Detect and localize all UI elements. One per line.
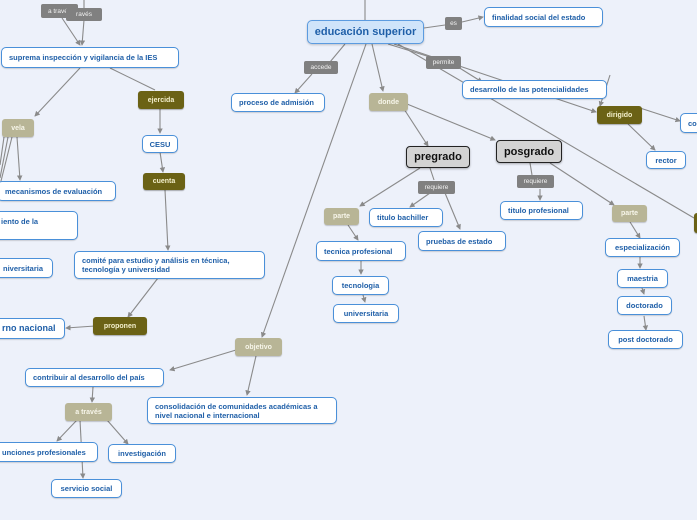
root-node-educacion-superior[interactable]: educación superior: [307, 20, 424, 44]
node-proceso-admision[interactable]: proceso de admisión: [231, 93, 325, 112]
node-especializacion[interactable]: especialización: [605, 238, 680, 257]
node-cut-gobierno-nacional[interactable]: rno nacional: [0, 318, 65, 339]
node-posgrado[interactable]: posgrado: [496, 140, 562, 163]
node-tecnica-profesional[interactable]: tecnica profesional: [316, 241, 406, 261]
node-titulo-profesional[interactable]: titulo profesional: [500, 201, 583, 220]
node-cut-funciones-profesionales[interactable]: unciones profesionales: [0, 442, 98, 462]
node-contribuir-desarrollo[interactable]: contribuir al desarrollo del país: [25, 368, 164, 387]
node-mecanismos-evaluacion[interactable]: mecanismos de evaluación: [0, 181, 116, 201]
topic-donde[interactable]: donde: [369, 93, 408, 111]
node-suprema-inspeccion[interactable]: suprema inspección y vigilancia de la IE…: [1, 47, 179, 68]
topic-objetivo[interactable]: objetivo: [235, 338, 282, 356]
topic-parte-posgrado[interactable]: parte: [612, 205, 647, 222]
node-cut-co[interactable]: co: [680, 113, 697, 133]
topic-a-traves[interactable]: a través: [65, 403, 112, 421]
node-rector[interactable]: rector: [646, 151, 686, 169]
node-post-doctorado[interactable]: post doctorado: [608, 330, 683, 349]
link-label-accede: accede: [304, 61, 338, 74]
topic-offscreen-right[interactable]: [694, 213, 697, 233]
node-cut-universitaria[interactable]: niversitaria: [0, 258, 53, 278]
node-cesu[interactable]: CESU: [142, 135, 178, 153]
node-titulo-bachiller[interactable]: titulo bachiller: [369, 208, 443, 227]
node-servicio-social[interactable]: servicio social: [51, 479, 122, 498]
node-tecnologia[interactable]: tecnologia: [332, 276, 389, 295]
link-label-requiere-posgrado: requiere: [517, 175, 554, 188]
topic-ejercida[interactable]: ejercida: [138, 91, 184, 109]
topic-proponen[interactable]: proponen: [93, 317, 147, 335]
node-doctorado[interactable]: doctorado: [617, 296, 672, 315]
link-label-permite: permite: [426, 56, 461, 69]
topic-vela[interactable]: vela: [2, 119, 34, 137]
node-investigacion[interactable]: investigación: [108, 444, 176, 463]
node-comite[interactable]: comité para estudio y análisis en técnic…: [74, 251, 265, 279]
topic-parte-pregrado[interactable]: parte: [324, 208, 359, 225]
node-desarrollo-potencialidades[interactable]: desarrollo de las potencialidades: [462, 80, 607, 99]
node-finalidad-social[interactable]: finalidad social del estado: [484, 7, 603, 27]
node-pruebas-estado[interactable]: pruebas de estado: [418, 231, 506, 251]
node-maestria[interactable]: maestria: [617, 269, 668, 288]
node-cut-iento[interactable]: iento de la: [0, 211, 78, 240]
link-label-es: es: [445, 17, 462, 30]
topic-cuenta[interactable]: cuenta: [143, 173, 185, 190]
node-universitaria[interactable]: universitaria: [333, 304, 399, 323]
node-pregrado[interactable]: pregrado: [406, 146, 470, 168]
link-label-requiere-pregrado: requiere: [418, 181, 455, 194]
topic-dirigido[interactable]: dirigido: [597, 106, 642, 124]
link-label-traves: ravés: [66, 8, 102, 21]
node-consolidacion[interactable]: consolidación de comunidades académicas …: [147, 397, 337, 424]
